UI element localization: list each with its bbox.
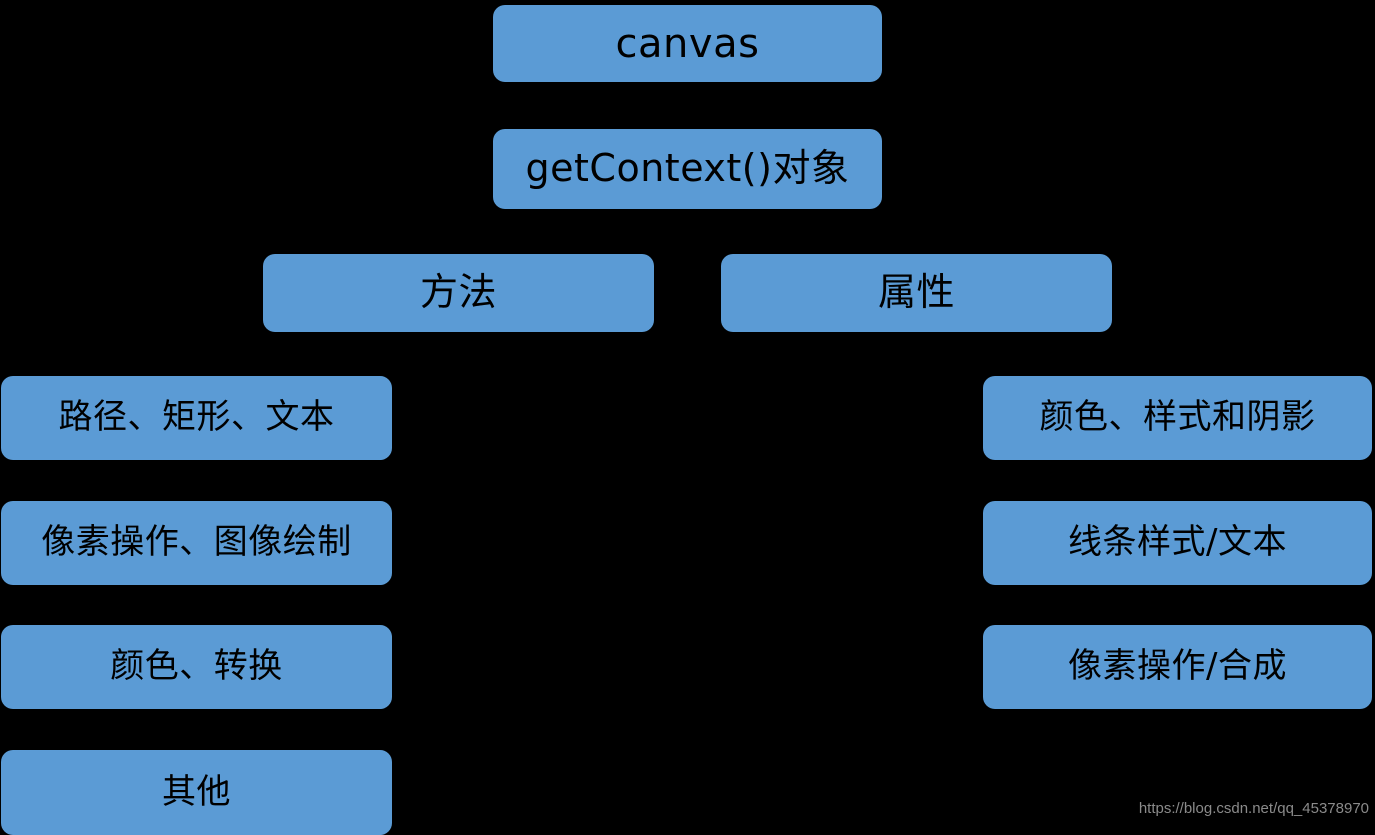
- watermark-url: https://blog.csdn.net/qq_45378970: [1138, 800, 1369, 817]
- node-method-leaf-color-transform: 颜色、转换: [1, 625, 392, 709]
- node-property-leaf-pixel-composite: 像素操作/合成: [983, 625, 1372, 709]
- node-getcontext-object: getContext()对象: [493, 129, 882, 209]
- node-property-leaf-linestyle-text-main: 线条样式/: [1068, 522, 1218, 563]
- node-property-leaf-linestyle-text-serif: 文本: [1217, 522, 1287, 563]
- node-method-leaf-other: 其他: [1, 750, 392, 835]
- node-property-leaf-linestyle-text: 线条样式/文本: [983, 501, 1372, 585]
- node-property-leaf-color-style-shadow: 颜色、样式和阴影: [983, 376, 1372, 460]
- node-canvas: canvas: [493, 5, 882, 82]
- node-properties: 属性: [721, 254, 1112, 332]
- node-methods: 方法: [263, 254, 654, 332]
- node-method-leaf-pixel-image: 像素操作、图像绘制: [1, 501, 392, 585]
- node-method-leaf-paths-rects-text: 路径、矩形、文本: [1, 376, 392, 460]
